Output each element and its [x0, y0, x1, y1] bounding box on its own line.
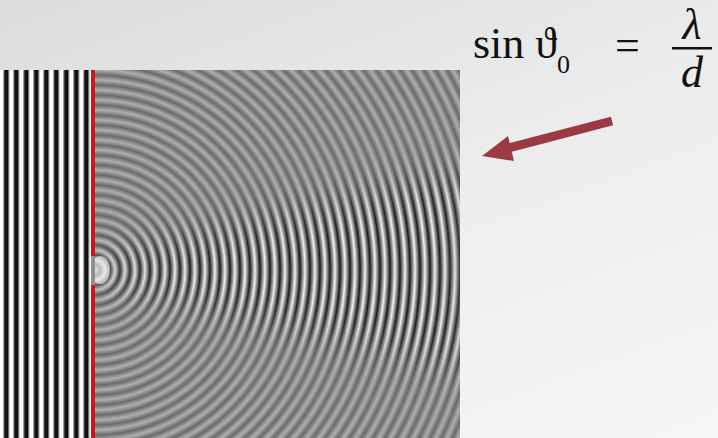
plane-waves — [0, 70, 91, 438]
slit-width-symbol: d — [681, 51, 703, 95]
circular-waves — [95, 70, 460, 438]
barrier — [91, 285, 95, 438]
pointer-arrow — [505, 121, 612, 149]
wave-field — [0, 70, 460, 438]
equals-sign: = — [615, 24, 640, 68]
fraction-bar — [672, 47, 712, 50]
formula-text: sin ϑ — [473, 22, 557, 66]
subscript: 0 — [557, 52, 570, 78]
barrier — [91, 70, 95, 256]
wavelength-symbol: λ — [682, 3, 701, 47]
arrow-head — [482, 136, 514, 161]
central-beam — [95, 70, 460, 438]
